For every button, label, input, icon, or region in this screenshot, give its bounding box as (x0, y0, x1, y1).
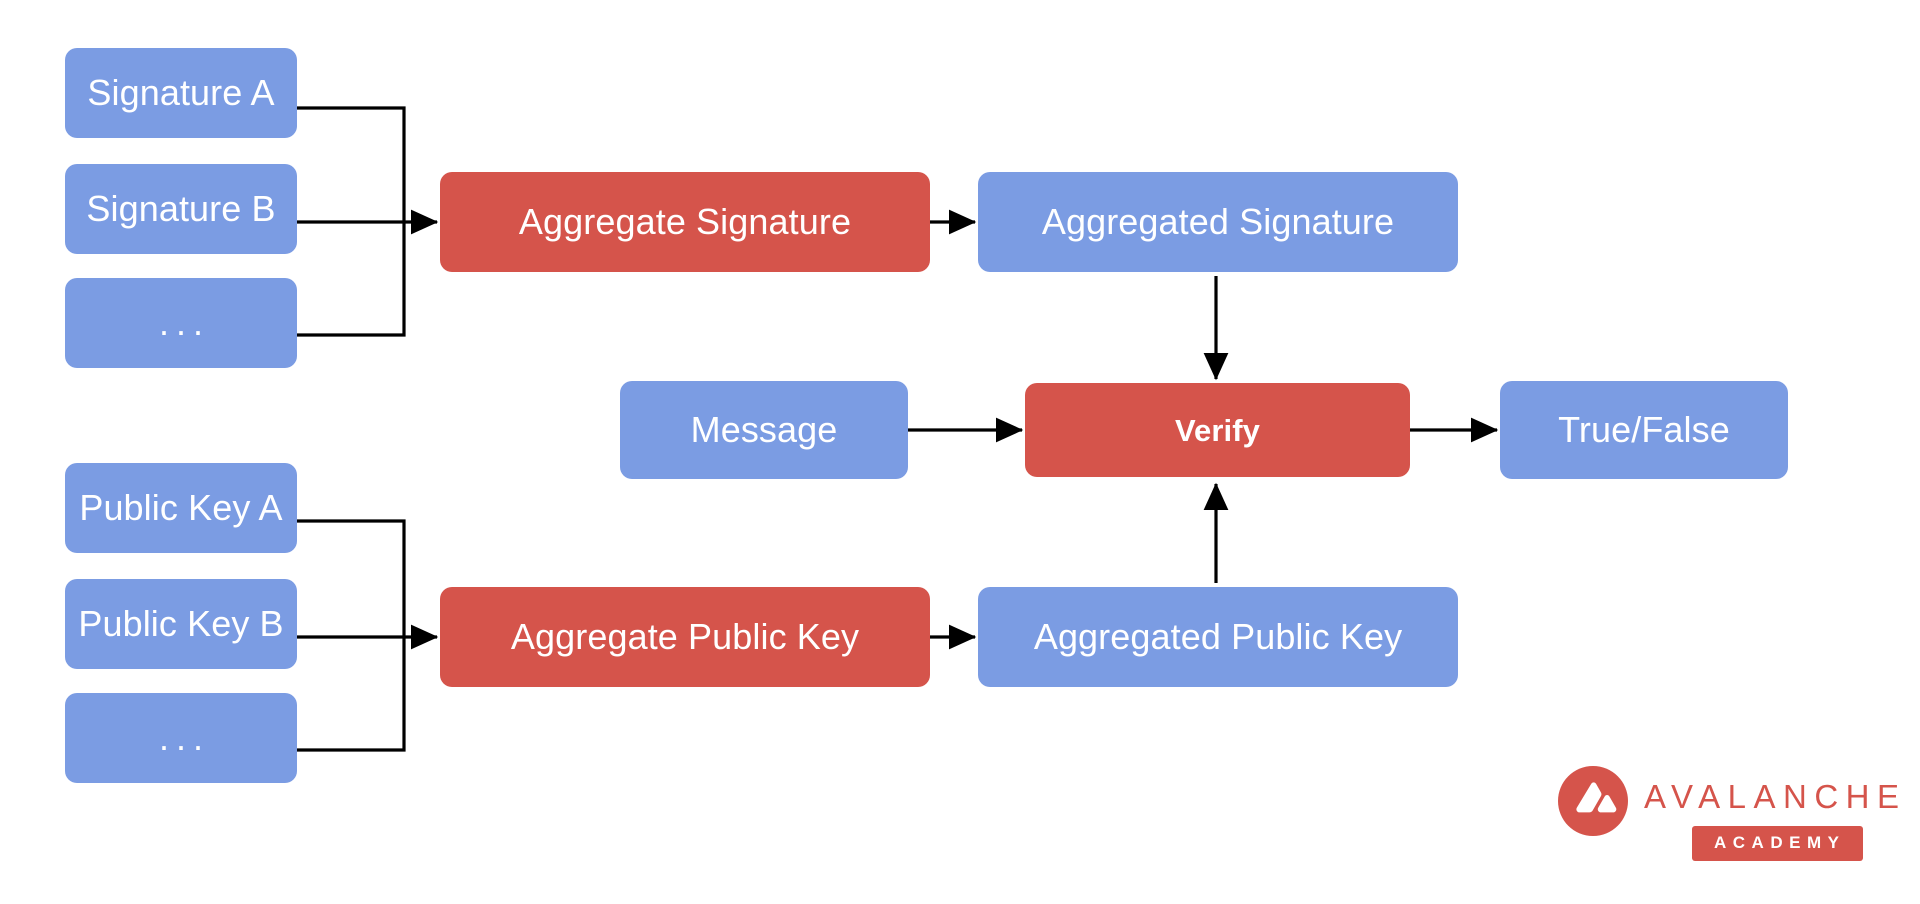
avalanche-logo-icon (1558, 766, 1628, 836)
node-true-false[interactable]: True/False (1500, 381, 1788, 479)
node-aggregate-signature[interactable]: Aggregate Signature (440, 172, 930, 272)
node-signature-a[interactable]: Signature A (65, 48, 297, 138)
academy-badge: ACADEMY (1692, 826, 1864, 861)
node-aggregated-signature[interactable]: Aggregated Signature (978, 172, 1458, 272)
node-verify[interactable]: Verify (1025, 383, 1410, 477)
node-aggregate-public-key[interactable]: Aggregate Public Key (440, 587, 930, 687)
edge-public-keys-to-aggregate (297, 519, 439, 752)
avalanche-academy-logo: AVALANCHE ACADEMY (1558, 766, 1899, 876)
node-message[interactable]: Message (620, 381, 908, 479)
node-public-key-ellipsis[interactable]: ... (65, 693, 297, 783)
node-public-key-b[interactable]: Public Key B (65, 579, 297, 669)
node-aggregated-public-key[interactable]: Aggregated Public Key (978, 587, 1458, 687)
node-signature-ellipsis[interactable]: ... (65, 278, 297, 368)
avalanche-wordmark: AVALANCHE (1644, 778, 1907, 815)
node-signature-b[interactable]: Signature B (65, 164, 297, 254)
node-public-key-a[interactable]: Public Key A (65, 463, 297, 553)
academy-badge-label: ACADEMY (1714, 833, 1846, 852)
edge-signatures-to-aggregate (297, 106, 439, 337)
